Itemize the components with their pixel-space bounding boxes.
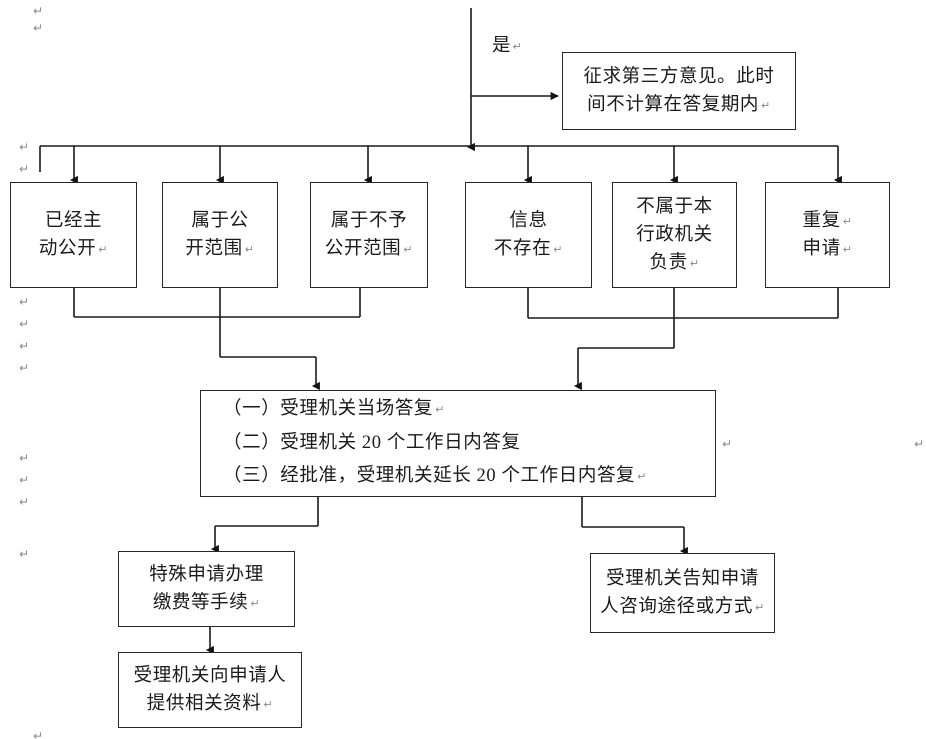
pilcrow-mark: ↵ — [244, 243, 255, 256]
duplicate-application-line-2: 申请↵ — [802, 239, 853, 259]
margin-paragraph-mark: ↵ — [19, 295, 30, 309]
margin-paragraph-mark: ↵ — [33, 729, 44, 739]
already-disclosed-line-1: 已经主 — [44, 210, 103, 231]
paragraph-mark: ↵ — [914, 437, 925, 451]
already-disclosed-line-2: 动公开↵ — [38, 239, 109, 259]
pilcrow-mark: ↵ — [403, 243, 414, 256]
reply-option-item-3: （三）经批准，受理机关延长 20 个工作日内答复↵ — [223, 466, 647, 487]
pilcrow-mark: ↵ — [98, 243, 109, 256]
not-this-agency-line-3: 负责↵ — [649, 253, 700, 274]
inform-channel-line-1: 受理机关告知申请 — [606, 568, 759, 589]
margin-paragraph-mark: ↵ — [19, 473, 30, 487]
pilcrow-mark: ↵ — [754, 601, 765, 614]
margin-paragraph-mark: ↵ — [19, 317, 30, 331]
reply-option-item-1: （一）受理机关当场答复↵ — [223, 399, 445, 420]
agency-provides-materials-box: 受理机关向申请人 提供相关资料↵ — [118, 652, 302, 728]
edge-label-yes: 是↵ — [492, 36, 522, 56]
pilcrow-mark: ↵ — [842, 214, 853, 228]
margin-paragraph-mark: ↵ — [19, 140, 30, 154]
info-not-exist-line-2: 不存在↵ — [493, 239, 564, 259]
agency-informs-consultation-channel-box: 受理机关告知申请 人咨询途径或方式↵ — [590, 553, 775, 633]
within-scope-line-1: 属于公 — [191, 210, 249, 231]
pilcrow-mark: ↵ — [553, 243, 564, 256]
information-does-not-exist-box: 信息 不存在↵ — [465, 182, 592, 288]
paragraph-mark: ↵ — [722, 437, 733, 451]
pilcrow-mark: ↵ — [842, 243, 853, 256]
non-disclosure-line-1: 属于不予 — [330, 210, 408, 231]
pilcrow-mark: ↵ — [512, 40, 522, 53]
special-fee-line-1: 特殊申请办理 — [149, 564, 264, 585]
not-this-agency-line-1: 不属于本 — [636, 196, 713, 217]
third-party-opinion-box: 征求第三方意见。此时 间不计算在答复期内↵ — [562, 52, 796, 130]
special-fee-line-2: 缴费等手续↵ — [152, 593, 261, 613]
pilcrow-mark: ↵ — [263, 698, 274, 711]
margin-paragraph-mark: ↵ — [19, 162, 30, 176]
margin-paragraph-mark: ↵ — [19, 547, 30, 561]
pilcrow-mark: ↵ — [761, 99, 771, 112]
margin-paragraph-mark: ↵ — [33, 21, 44, 35]
inform-channel-line-2: 人咨询途径或方式↵ — [600, 597, 765, 617]
duplicate-application-line-1: 重复↵ — [802, 210, 853, 231]
margin-paragraph-mark: ↵ — [19, 361, 30, 375]
already-proactively-disclosed-box: 已经主 动公开↵ — [10, 182, 137, 288]
margin-paragraph-mark: ↵ — [19, 495, 30, 509]
pilcrow-mark: ↵ — [689, 257, 700, 271]
pilcrow-mark: ↵ — [435, 403, 445, 417]
margin-paragraph-mark: ↵ — [19, 339, 30, 353]
third-party-opinion-line-1: 征求第三方意见。此时 — [583, 66, 775, 87]
third-party-opinion-line-2: 间不计算在答复期内↵ — [587, 95, 771, 115]
special-application-fee-box: 特殊申请办理 缴费等手续↵ — [118, 551, 295, 627]
reply-timeframe-options-box: （一）受理机关当场答复↵ （二）受理机关 20 个工作日内答复 （三）经批准，受… — [200, 390, 716, 497]
non-disclosure-scope-box: 属于不予 公开范围↵ — [310, 182, 428, 288]
duplicate-application-box: 重复↵ 申请↵ — [765, 182, 890, 288]
provide-materials-line-2: 提供相关资料↵ — [146, 694, 274, 714]
not-this-agency-line-2: 行政机关 — [636, 224, 713, 245]
not-this-agency-responsibility-box: 不属于本 行政机关 负责↵ — [612, 182, 737, 288]
reply-option-item-2: （二）受理机关 20 个工作日内答复 — [223, 432, 521, 453]
margin-paragraph-mark: ↵ — [19, 451, 30, 465]
within-scope-line-2: 开范围↵ — [185, 239, 255, 259]
within-disclosure-scope-box: 属于公 开范围↵ — [162, 182, 278, 288]
pilcrow-mark: ↵ — [637, 470, 647, 484]
provide-materials-line-1: 受理机关向申请人 — [133, 665, 287, 686]
pilcrow-mark: ↵ — [250, 597, 261, 610]
non-disclosure-line-2: 公开范围↵ — [324, 239, 414, 259]
margin-paragraph-mark: ↵ — [33, 4, 44, 18]
info-not-exist-line-1: 信息 — [509, 210, 548, 231]
